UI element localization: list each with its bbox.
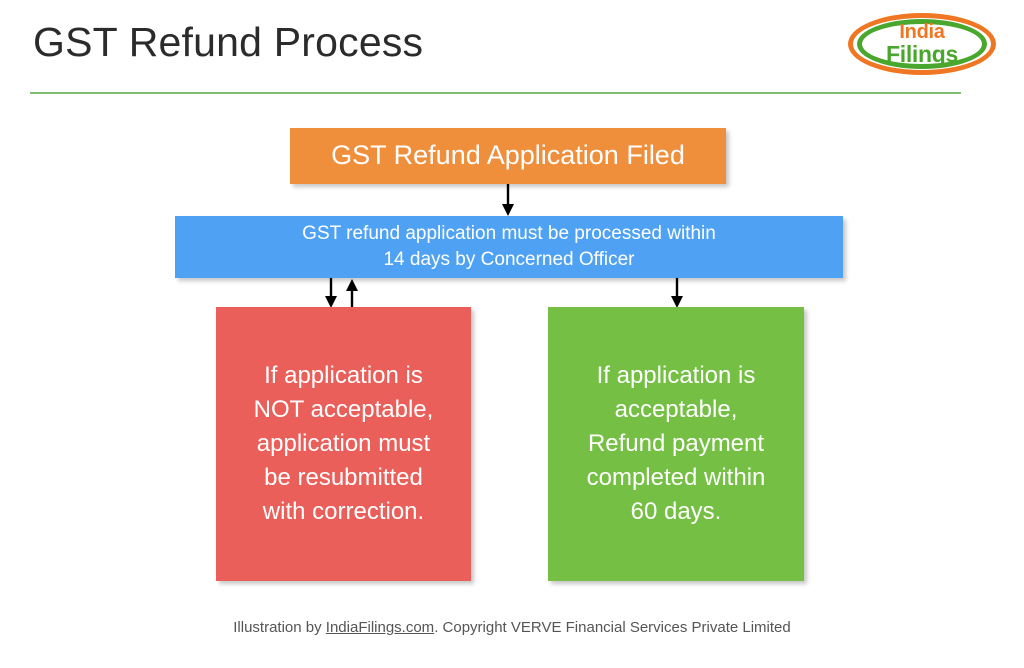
arrow-down-processing-to-acceptable [671, 278, 683, 308]
logo-word-india: India [899, 20, 945, 43]
flow-node-processing-window-label: GST refund application must be processed… [288, 221, 730, 272]
footer-suffix: . Copyright VERVE Financial Services Pri… [434, 619, 791, 636]
footer-attribution: Illustration by IndiaFilings.com. Copyri… [0, 619, 1024, 636]
not-acceptable-line-4: be resubmitted [264, 464, 423, 492]
flow-node-processing-window: GST refund application must be processed… [175, 216, 843, 278]
flow-node-acceptable-label: If application is acceptable, Refund pay… [573, 359, 780, 529]
footer-link-indiafilings[interactable]: IndiaFilings.com [325, 619, 435, 636]
logo-word-filings: Filings [885, 40, 958, 67]
arrow-down-filed-to-processing [502, 184, 514, 216]
acceptable-line-3: Refund payment [587, 429, 765, 457]
processing-window-line-2: 14 days by Concerned Officer [383, 249, 635, 270]
not-acceptable-line-2: NOT acceptable, [253, 395, 434, 423]
flow-node-application-filed: GST Refund Application Filed [290, 128, 726, 184]
arrow-up-not-acceptable-to-processing [346, 279, 358, 309]
acceptable-line-2: acceptable, [614, 395, 738, 423]
arrow-down-processing-to-not-acceptable [325, 278, 337, 308]
processing-window-line-1: GST refund application must be processed… [302, 223, 716, 245]
flow-node-acceptable: If application is acceptable, Refund pay… [548, 307, 804, 581]
logo-wordmark: India Filings [848, 13, 996, 75]
acceptable-line-1: If application is [596, 361, 756, 389]
acceptable-line-4: completed within [586, 464, 766, 492]
logo-inner-ring [857, 19, 987, 69]
title-divider [30, 92, 961, 94]
not-acceptable-line-3: application must [256, 429, 431, 457]
not-acceptable-line-1: If application is [264, 361, 423, 389]
indiafilings-logo: India Filings [848, 13, 996, 75]
footer-prefix: Illustration by [233, 619, 326, 636]
not-acceptable-line-5: with correction. [262, 498, 425, 526]
acceptable-line-5: 60 days. [630, 498, 722, 526]
flow-node-not-acceptable: If application is NOT acceptable, applic… [216, 307, 471, 581]
flow-node-not-acceptable-label: If application is NOT acceptable, applic… [240, 359, 448, 529]
flow-node-application-filed-label: GST Refund Application Filed [331, 140, 685, 171]
page-title: GST Refund Process [33, 19, 424, 65]
